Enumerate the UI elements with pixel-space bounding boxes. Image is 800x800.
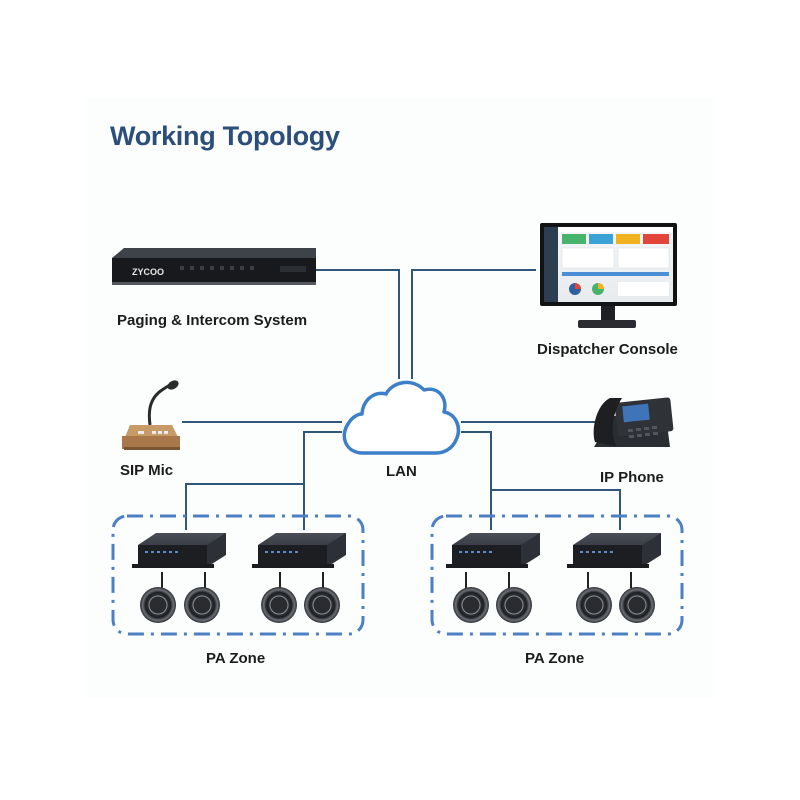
lan-cloud-icon xyxy=(342,380,461,455)
link-paging-system xyxy=(316,269,400,379)
amplifier-box[interactable] xyxy=(567,533,661,588)
pa-zone-right-devices xyxy=(446,533,661,623)
amplifier-box[interactable] xyxy=(132,533,226,588)
pa-zone-borders xyxy=(111,514,684,636)
ceiling-speaker[interactable] xyxy=(576,587,612,623)
ip-phone-device[interactable] xyxy=(593,397,674,447)
paging-system-device[interactable]: ZYCOO xyxy=(112,248,316,285)
label-pa-zone-right: PA Zone xyxy=(525,650,585,667)
ceiling-speaker[interactable] xyxy=(619,587,655,623)
pa-zone-left-border xyxy=(111,514,365,636)
label-paging-system: Paging & Intercom System xyxy=(117,312,308,329)
label-sip-mic: SIP Mic xyxy=(120,462,174,479)
label-lan: LAN xyxy=(386,463,417,480)
label-dispatcher-console: Dispatcher Console xyxy=(537,341,678,358)
ceiling-speaker[interactable] xyxy=(453,587,489,623)
page-title: Working Topology xyxy=(110,121,340,151)
ceiling-speaker[interactable] xyxy=(261,587,297,623)
ceiling-speaker[interactable] xyxy=(140,587,176,623)
label-pa-zone-left: PA Zone xyxy=(206,650,266,667)
ceiling-speaker[interactable] xyxy=(496,587,532,623)
ceiling-speaker[interactable] xyxy=(184,587,220,623)
amplifier-box[interactable] xyxy=(252,533,346,588)
dispatcher-console-monitor[interactable] xyxy=(540,223,677,328)
device-brand: ZYCOO xyxy=(132,267,164,277)
link-dispatcher-console xyxy=(411,269,536,379)
amplifier-box[interactable] xyxy=(446,533,540,588)
pa-zone-left-devices xyxy=(132,533,346,623)
label-ip-phone: IP Phone xyxy=(600,469,664,486)
sip-mic-device[interactable] xyxy=(122,379,180,450)
ceiling-speaker[interactable] xyxy=(304,587,340,623)
network-lines xyxy=(182,269,621,530)
pa-zone-right-border xyxy=(430,514,684,636)
